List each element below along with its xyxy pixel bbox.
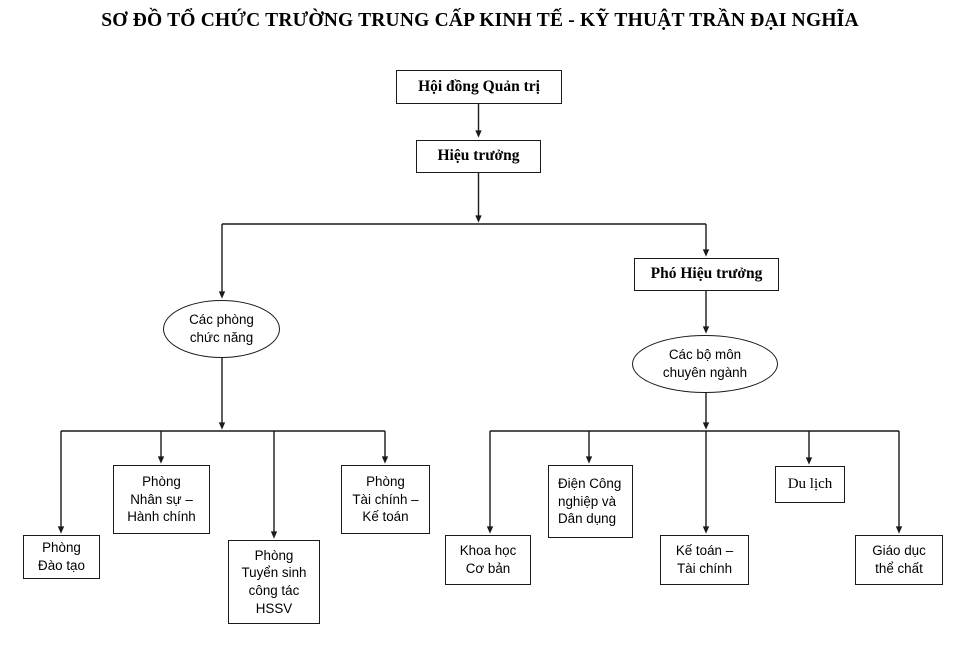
node-dept-tuyen-sinh[interactable]: Phòng Tuyển sinh công tác HSSV: [228, 540, 320, 624]
node-specialist-group-label: Các bộ môn chuyên ngành: [662, 346, 748, 381]
node-specialist-group[interactable]: Các bộ môn chuyên ngành: [632, 335, 778, 393]
node-board-label: Hội đồng Quản trị: [418, 77, 540, 95]
node-vice-principal[interactable]: Phó Hiệu trưởng: [634, 258, 779, 291]
node-principal-label: Hiệu trưởng: [437, 147, 520, 165]
node-dept-nhan-su[interactable]: Phòng Nhân sự – Hành chính: [113, 465, 210, 534]
node-dept-giao-duc-the-chat[interactable]: Giáo dục thể chất: [855, 535, 943, 585]
node-dept-khoa-hoc-co-ban[interactable]: Khoa học Cơ bản: [445, 535, 531, 585]
node-dept-ke-toan-tai-chinh-label: Kế toán – Tài chính: [675, 543, 734, 576]
node-dept-nhan-su-label: Phòng Nhân sự – Hành chính: [127, 473, 196, 525]
node-dept-ke-toan-tai-chinh[interactable]: Kế toán – Tài chính: [660, 535, 749, 585]
node-board[interactable]: Hội đồng Quản trị: [396, 70, 562, 104]
node-dept-dao-tao-label: Phòng Đào tạo: [38, 540, 85, 573]
node-dept-tai-chinh[interactable]: Phòng Tài chính – Kế toán: [341, 465, 430, 534]
node-dept-du-lich-label: Du lịch: [787, 475, 833, 492]
node-dept-dao-tao[interactable]: Phòng Đào tạo: [23, 535, 100, 579]
node-dept-tuyen-sinh-label: Phòng Tuyển sinh công tác HSSV: [241, 547, 307, 616]
node-dept-dien-cong-nghiep[interactable]: Điện Công nghiệp và Dân dụng: [548, 465, 633, 538]
page-title: SƠ ĐỒ TỔ CHỨC TRƯỜNG TRUNG CẤP KINH TẾ -…: [101, 10, 859, 31]
node-dept-du-lich[interactable]: Du lịch: [775, 466, 845, 503]
node-principal[interactable]: Hiệu trưởng: [416, 140, 541, 173]
node-dept-khoa-hoc-co-ban-label: Khoa học Cơ bản: [459, 543, 517, 576]
node-dept-giao-duc-the-chat-label: Giáo dục thể chất: [872, 543, 926, 576]
node-dept-dien-cong-nghiep-label: Điện Công nghiệp và Dân dụng: [558, 475, 622, 527]
node-vice-principal-label: Phó Hiệu trưởng: [650, 265, 763, 283]
node-dept-tai-chinh-label: Phòng Tài chính – Kế toán: [352, 473, 419, 525]
node-functional-group[interactable]: Các phòng chức năng: [163, 300, 280, 358]
node-functional-group-label: Các phòng chức năng: [189, 311, 254, 346]
